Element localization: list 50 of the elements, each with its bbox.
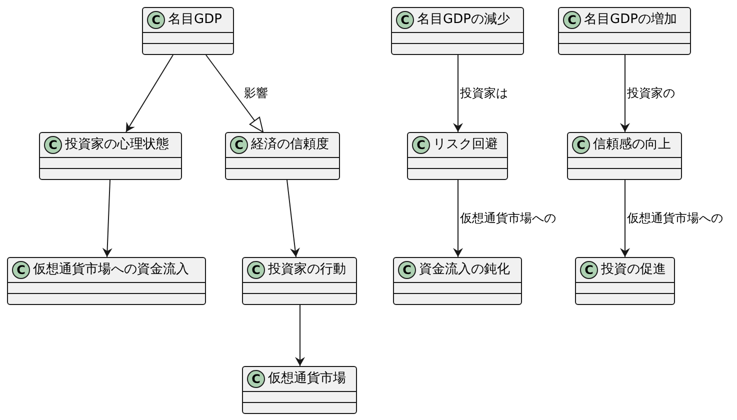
class-box — [575, 257, 675, 305]
arrow — [295, 304, 305, 366]
class-box — [142, 7, 234, 55]
class-marker: C — [247, 261, 265, 279]
edge-label: 仮想通貨市場への — [459, 211, 557, 225]
arrow — [453, 180, 463, 258]
class-name: 名目GDP — [168, 12, 222, 28]
class-name: 投資家の行動 — [268, 262, 346, 278]
class-marker: C — [398, 261, 416, 279]
arrow — [286, 180, 300, 258]
class-box — [225, 132, 340, 180]
class-marker: C — [572, 136, 590, 154]
class-name: 名目GDPの減少 — [417, 12, 510, 28]
class-marker: C — [230, 136, 248, 154]
class-marker: C — [412, 136, 430, 154]
class-name: 名目GDPの増加 — [584, 12, 677, 28]
class-box — [242, 257, 357, 305]
class-box — [391, 7, 524, 55]
class-marker: C — [247, 370, 265, 388]
inheritance-arrow — [206, 54, 264, 132]
class-name: 仮想通貨市場 — [268, 371, 346, 387]
arrow — [126, 54, 174, 132]
class-marker: C — [563, 11, 581, 29]
class-box — [393, 257, 522, 305]
class-name: 資金流入の鈍化 — [419, 262, 510, 278]
class-marker: C — [396, 11, 414, 29]
arrow — [102, 180, 112, 258]
edge-label: 投資家の — [626, 86, 676, 100]
arrow — [453, 54, 463, 132]
class-box — [407, 132, 508, 180]
class-marker: C — [44, 136, 62, 154]
class-box — [242, 366, 357, 414]
arrow — [620, 180, 630, 258]
class-name: 投資家の心理状態 — [65, 137, 169, 153]
class-marker: C — [580, 261, 598, 279]
edge-label: 影響 — [243, 86, 269, 100]
class-name: 投資の促進 — [601, 262, 666, 278]
class-name: リスク回避 — [433, 137, 498, 153]
class-box — [567, 132, 682, 180]
class-box — [7, 257, 206, 305]
arrow — [620, 54, 630, 132]
edge-label: 投資家は — [459, 86, 509, 100]
class-marker: C — [147, 11, 165, 29]
class-name: 経済の信頼度 — [251, 137, 329, 153]
class-name: 信頼感の向上 — [593, 137, 671, 153]
edge-label: 仮想通貨市場への — [626, 211, 724, 225]
class-name: 仮想通貨市場への資金流入 — [33, 262, 189, 278]
class-box — [39, 132, 182, 180]
class-marker: C — [12, 261, 30, 279]
class-box — [558, 7, 691, 55]
